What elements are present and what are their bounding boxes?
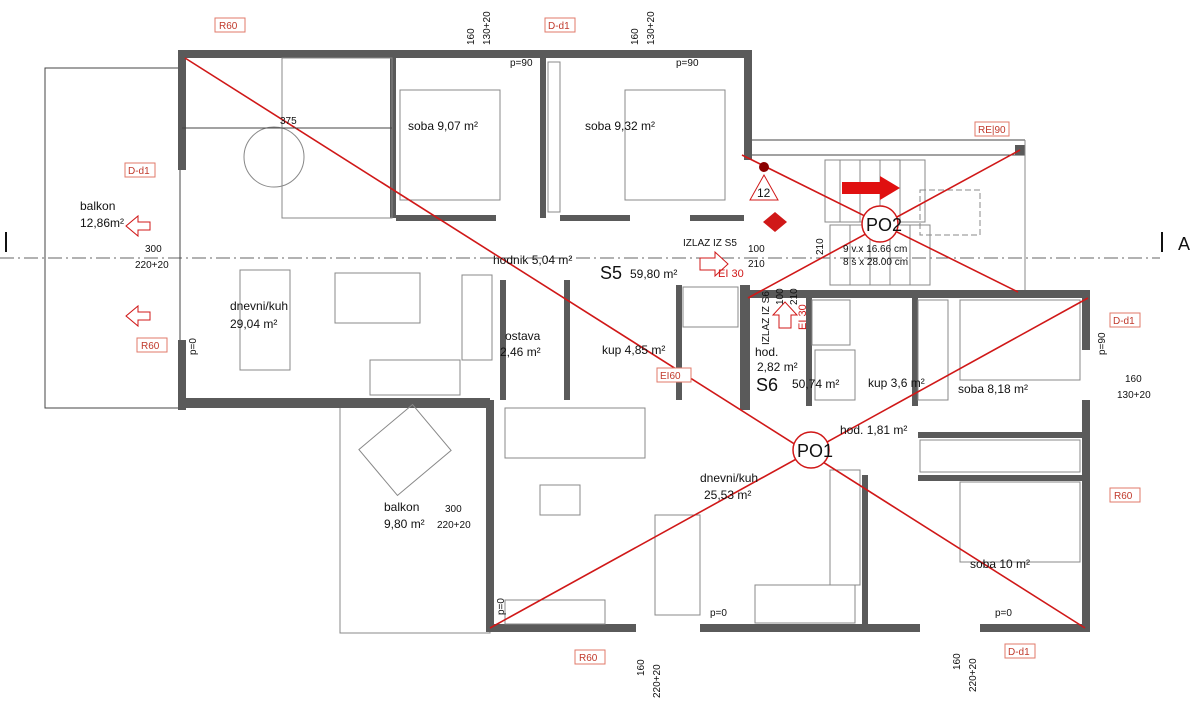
po1-marker	[792, 431, 830, 469]
balkon1-name-label: balkon	[80, 199, 115, 213]
exit-s5-label: IZLAZ IZ S5	[683, 238, 737, 249]
exit-arrow-s6-icon	[771, 301, 799, 329]
fire-extinguisher-icon	[763, 212, 787, 232]
balkon1-b-label: 220+20	[135, 260, 169, 271]
balkon1-area-label: 12,86m²	[80, 216, 124, 230]
soba4-label: soba 10 m²	[970, 557, 1030, 571]
p0-2-label: p=0	[496, 598, 507, 615]
tag-r60-right: R60	[1114, 491, 1133, 502]
bottom1-b-label: 220+20	[652, 664, 663, 698]
bottom1-a-label: 160	[636, 659, 647, 676]
top1-b-label: 130+20	[482, 11, 493, 45]
soba1-label: soba 9,07 m²	[408, 119, 478, 133]
wall-rating-tags: R60 D-d1 RE|90 D-d1 R60 D-d1 R60 R60 D-d…	[124, 17, 1141, 665]
tag-re90: RE|90	[978, 125, 1006, 136]
tag-dd1-top: D-d1	[548, 21, 570, 32]
dimension-labels: 160 130+20 160 130+20 375 300 220+20 300…	[135, 11, 1151, 698]
s6-area-label: 50,74 m²	[792, 377, 839, 391]
upper-apartment-walls	[178, 50, 752, 410]
balkon2-b-label: 220+20	[437, 520, 471, 531]
door1-h-label: 210	[748, 259, 765, 270]
hydrant-number: 12	[757, 186, 771, 200]
width-375-label: 375	[280, 116, 297, 127]
balkon2-area-label: 9,80 m²	[384, 517, 425, 531]
p0-4-label: p=0	[995, 608, 1012, 619]
unit-labels: S5 59,80 m² S6 50,74 m²	[600, 263, 839, 395]
exit-arrow-s5-icon	[699, 250, 729, 278]
top2-b-label: 130+20	[646, 11, 657, 45]
balkon2-a-label: 300	[445, 504, 462, 515]
door2-w-label: 100	[775, 288, 786, 305]
soba3-label: soba 8,18 m²	[958, 382, 1028, 396]
furniture	[239, 57, 1081, 625]
balkon2-name-label: balkon	[384, 500, 419, 514]
tag-dd1-left: D-d1	[128, 166, 150, 177]
right-b-label: 130+20	[1117, 390, 1151, 401]
top1-a-label: 160	[466, 28, 477, 45]
tag-r60-left: R60	[141, 341, 160, 352]
section-label: A	[1178, 234, 1190, 254]
p90-1-label: p=90	[510, 58, 533, 69]
door2-rating-label: EI 30	[797, 304, 809, 330]
top2-a-label: 160	[630, 28, 641, 45]
ei60-label: EI60	[660, 371, 681, 382]
bottom2-a-label: 160	[952, 653, 963, 670]
fire-door-labels: IZLAZ IZ S5 100 210 EI 30 IZLAZ IZ S6 10…	[656, 238, 809, 383]
ostava-name-label: ostava	[505, 329, 541, 343]
hydrant-icon	[759, 162, 769, 172]
kup1-label: kup 4,85 m²	[602, 343, 665, 357]
hod2-name-label: hod.	[755, 345, 778, 359]
tag-r60-top: R60	[219, 21, 238, 32]
po2-label: PO2	[866, 215, 902, 235]
soba2-label: soba 9,32 m²	[585, 119, 655, 133]
hod2-area-label: 2,82 m²	[757, 360, 798, 374]
warning-triangle-icon	[749, 173, 779, 201]
door1-w-label: 100	[748, 244, 765, 255]
balkon1-a-label: 300	[145, 244, 162, 255]
lower-apartment-walls	[486, 290, 1090, 632]
p0-3-label: p=0	[710, 608, 727, 619]
p90-2-label: p=90	[676, 58, 699, 69]
p90-3-label: p=90	[1097, 332, 1108, 355]
po2-marker	[861, 205, 899, 243]
p0-1-label: p=0	[188, 338, 199, 355]
escape-arrows-balcony	[125, 214, 151, 328]
balcony-upper	[44, 67, 181, 409]
po1-label: PO1	[797, 441, 833, 461]
tag-dd1-right: D-d1	[1113, 316, 1135, 327]
room-labels: soba 9,07 m² soba 9,32 m² balkon 12,86m²…	[80, 119, 1030, 571]
s6-id-label: S6	[756, 375, 778, 395]
hodnik-label: hodnik 5,04 m²	[493, 253, 572, 267]
hod3-label: hod. 1,81 m²	[840, 423, 907, 437]
kup2-label: kup 3,6 m²	[868, 376, 925, 390]
right-a-label: 160	[1125, 374, 1142, 385]
stair-1-label: 9 v.x 16.66 cm	[843, 244, 907, 255]
exit-arrow-icon	[842, 176, 900, 200]
s5-id-label: S5	[600, 263, 622, 283]
dnevni2-area-label: 25,53 m²	[704, 488, 751, 502]
s5-area-label: 59,80 m²	[630, 267, 677, 281]
stair-h-label: 210	[815, 238, 826, 255]
dnevni1-area-label: 29,04 m²	[230, 317, 277, 331]
dnevni1-name-label: dnevni/kuh	[230, 299, 288, 313]
door2-h-label: 210	[789, 288, 800, 305]
tag-dd1-bottom: D-d1	[1008, 647, 1030, 658]
bottom2-b-label: 220+20	[968, 658, 979, 692]
ostava-area-label: 2,46 m²	[500, 345, 541, 359]
door1-rating-label: EI 30	[718, 268, 744, 280]
stair-2-label: 8 š x 28.00 cm	[843, 257, 908, 268]
exit-s6-label: IZLAZ IZ S6	[761, 291, 772, 345]
tag-r60-bottom: R60	[579, 653, 598, 664]
dnevni2-name-label: dnevni/kuh	[700, 471, 758, 485]
